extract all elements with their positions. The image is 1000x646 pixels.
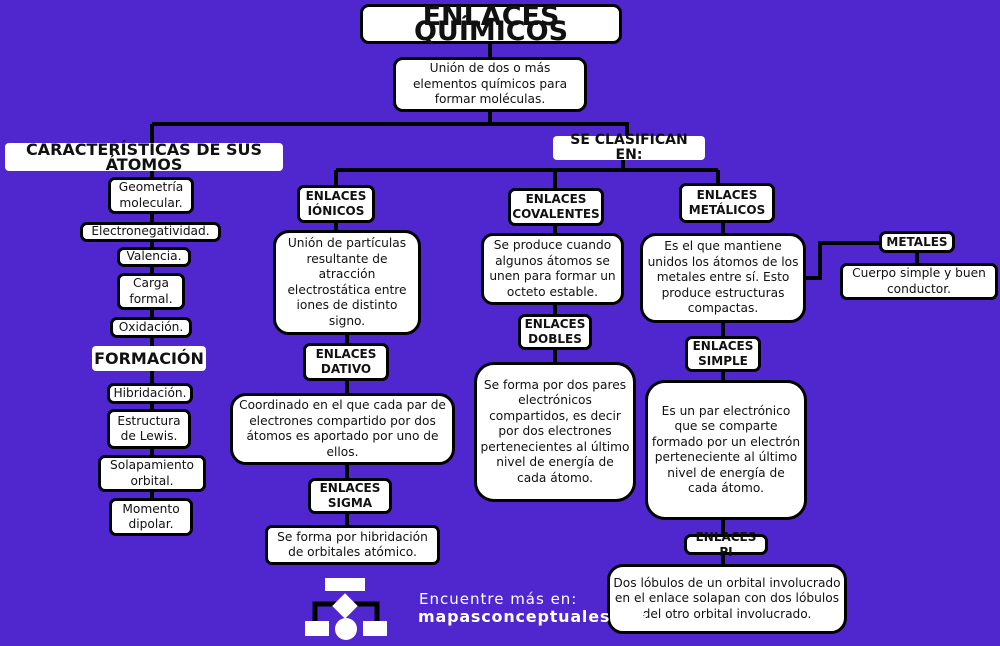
dative-desc: Coordinado en el que cada par de electro…: [230, 393, 455, 465]
char-item: Electronegatividad.: [80, 222, 221, 242]
metallic-label: ENLACES METÁLICOS: [679, 183, 775, 223]
formation-item: Solapamiento orbital.: [98, 455, 206, 492]
classification-heading: SE CLASIFICAN EN:: [553, 132, 705, 163]
double-desc: Se forma por dos pares electrónicos comp…: [474, 362, 636, 502]
sigma-desc: Se forma por hibridación de orbitales at…: [265, 525, 440, 565]
char-item: Oxidación.: [110, 317, 192, 338]
dative-label: ENLACES DATIVO: [303, 343, 389, 381]
metals-desc: Cuerpo simple y buen conductor.: [840, 263, 998, 300]
formation-item: Estructura de Lewis.: [107, 409, 191, 449]
flowchart-icon: [305, 578, 387, 640]
characteristics-heading: CARACTERÍSTICAS DE SUS ÁTOMOS: [5, 141, 283, 173]
formation-item: Hibridación.: [107, 383, 193, 404]
pi-label: ENLACES PI: [684, 530, 768, 559]
covalent-desc: Se produce cuando algunos átomos se unen…: [481, 233, 624, 305]
footer-text: Encuentre más en:: [419, 590, 578, 608]
char-item: Valencia.: [117, 247, 191, 267]
covalent-label: ENLACES COVALENTES: [508, 188, 604, 226]
ionic-label: ENLACES IÓNICOS: [297, 185, 375, 223]
metallic-desc: Es el que mantiene unidos los átomos de …: [640, 233, 806, 323]
formation-heading: FORMACIÓN: [92, 346, 206, 371]
footer-link[interactable]: mapasconceptuales.xyz: [418, 607, 650, 626]
page-title: ENLACES QUÍMICOS: [360, 3, 622, 45]
metals-label: METALES: [879, 231, 955, 253]
simple-desc: Es un par electrónico que se comparte fo…: [645, 380, 807, 520]
char-item: Geometría molecular.: [108, 177, 194, 214]
sigma-label: ENLACES SIGMA: [308, 478, 392, 514]
formation-item: Momento dipolar.: [109, 498, 193, 536]
double-label: ENLACES DOBLES: [518, 314, 592, 350]
pi-desc: Dos lóbulos de un orbital involucrado en…: [607, 564, 847, 634]
ionic-desc: Unión de partículas resultante de atracc…: [273, 230, 421, 335]
simple-label: ENLACES SIMPLE: [685, 336, 761, 372]
char-item: Carga formal.: [117, 273, 185, 310]
definition-box: Unión de dos o más elementos químicos pa…: [393, 57, 587, 112]
